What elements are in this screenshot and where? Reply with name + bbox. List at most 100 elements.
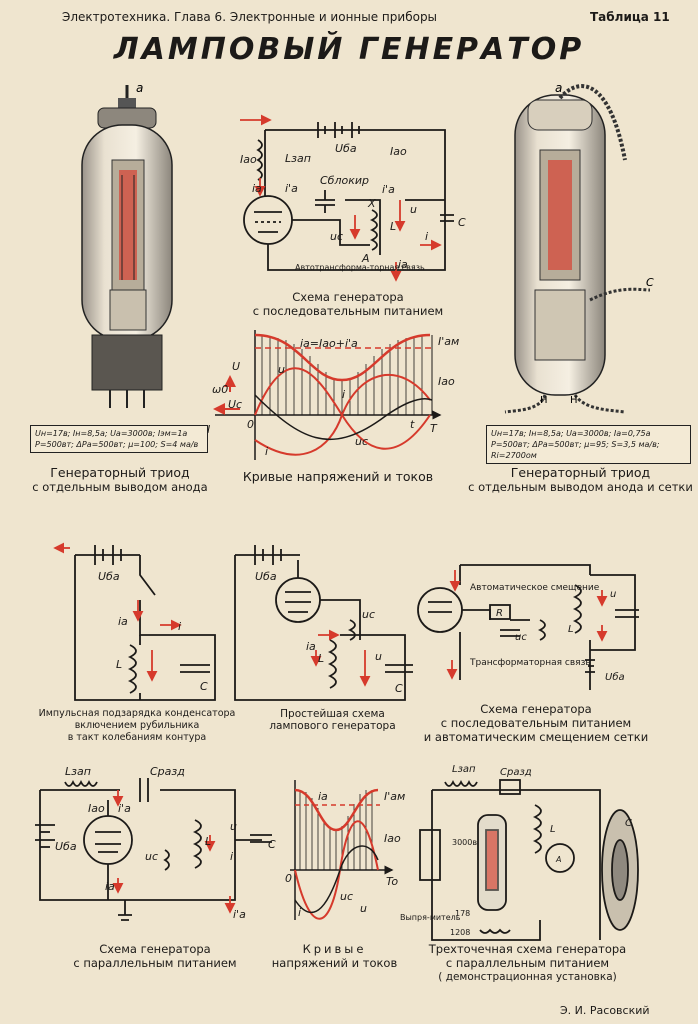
label-ia-prime-2: i'а bbox=[382, 183, 395, 196]
label-L-simplest: L bbox=[318, 652, 324, 665]
caption-series-auto: Схема генератора с последовательным пита… bbox=[420, 702, 652, 744]
label-ia-prime-par-2: i'а bbox=[233, 908, 246, 921]
caption-auto-1: Схема генератора bbox=[480, 702, 592, 716]
caption-impulse-2: включением рубильника bbox=[74, 720, 200, 731]
series-feed-scheme bbox=[240, 114, 454, 282]
caption-triode-left-1: Генераторный триод bbox=[50, 465, 190, 480]
label-To: To bbox=[386, 875, 398, 888]
caption-series-scheme: Схема генератора с последовательным пита… bbox=[238, 290, 458, 318]
caption-triode-left: Генераторный триод с отдельным выводом а… bbox=[20, 465, 220, 495]
table-number: Таблица 11 bbox=[590, 10, 670, 24]
label-Uba-auto: Uба bbox=[605, 671, 625, 683]
page-title: ЛАМПОВЫЙ ГЕНЕРАТОР bbox=[113, 32, 585, 67]
simplest-labels: Uба uc iа L u C bbox=[255, 570, 403, 695]
label-ia-prime: i'а bbox=[285, 182, 298, 195]
label-i-b: i bbox=[298, 906, 301, 919]
label-uc: uc bbox=[330, 230, 343, 243]
heater-label-1: Н bbox=[540, 395, 548, 406]
label-Uba-simplest: Uба bbox=[255, 570, 277, 583]
three-point-labels: Lзап Cразд L A C Выпря-митель 3000в 178 … bbox=[400, 764, 632, 937]
label-Iao-b: Iао bbox=[384, 832, 401, 845]
label-ia: iа bbox=[252, 182, 262, 195]
label-A: A bbox=[361, 252, 370, 265]
caption-curves-top-1: Кривые напряжений и токов bbox=[242, 469, 434, 484]
caption-series-2: с последовательным питанием bbox=[252, 304, 444, 318]
caption-parallel-2: с параллельным питанием bbox=[73, 956, 237, 970]
label-C-3p: C bbox=[625, 818, 632, 829]
impulse-labels: Uба iа i L C bbox=[98, 570, 208, 693]
label-u-curve: u bbox=[278, 363, 285, 376]
label-omega: ω0 bbox=[212, 383, 228, 396]
caption-three-point-2: с параллельным питанием bbox=[445, 956, 610, 970]
series-auto-bias-scheme bbox=[417, 564, 639, 690]
label-u: u bbox=[410, 203, 417, 216]
label-i: i bbox=[425, 230, 428, 243]
voltage-current-curves-bottom bbox=[290, 780, 394, 920]
label-Uba-par: Uба bbox=[55, 840, 77, 853]
label-ia-simplest: iа bbox=[306, 640, 316, 653]
book-header: Электротехника. Глава 6. Электронные и и… bbox=[62, 10, 438, 24]
series-scheme-labels: Iао Lзап Uба Iао iа i'а Cблокир i'а X u … bbox=[240, 142, 466, 272]
label-C-par: C bbox=[268, 838, 276, 851]
label-Uba: Uба bbox=[335, 142, 357, 155]
caption-curves-bottom-1: Кривые bbox=[302, 942, 367, 956]
caption-curves-bottom: Кривые напряжений и токов bbox=[262, 942, 407, 970]
label-L-auto: L bbox=[568, 624, 574, 635]
label-ia-curve-b: iа bbox=[318, 790, 328, 803]
label-Iam: I'ам bbox=[438, 335, 459, 348]
label-C: C bbox=[458, 216, 466, 229]
spec-left-line2: P=500вт; ΔPа=500вт; μ=100; S=4 ма/в bbox=[35, 440, 199, 449]
parallel-feed-scheme bbox=[35, 778, 272, 921]
caption-simplest-1: Простейшая схема bbox=[280, 708, 385, 720]
caption-parallel: Схема генератора с параллельным питанием bbox=[55, 942, 255, 970]
label-L-par: L bbox=[205, 835, 211, 848]
spec-box-right: Uн=17в; Iн=8,5а; Uа=3000в; Iа=0,75а P=50… bbox=[486, 425, 691, 464]
label-178: 178 bbox=[455, 909, 470, 918]
label-curve-eq: iа=Iао+i'а bbox=[300, 337, 358, 350]
label-R: R bbox=[496, 608, 503, 619]
label-uc-curve: uc bbox=[355, 435, 368, 448]
caption-parallel-1: Схема генератора bbox=[99, 942, 211, 956]
label-u-simplest: u bbox=[375, 650, 382, 663]
label-i-curve-2: i bbox=[265, 445, 268, 458]
label-i-curve: i bbox=[342, 388, 345, 401]
label-uc-par: uc bbox=[145, 850, 158, 863]
spec-right-line2: P=500вт; ΔPа=500вт; μ=95; S=3,5 ма/в; Ri… bbox=[491, 440, 660, 460]
caption-auto-3: и автоматическим смещением сетки bbox=[423, 730, 649, 744]
label-1208: 1208 bbox=[450, 928, 470, 937]
label-Uc: Uc bbox=[228, 398, 242, 411]
label-autotransformer: Автотрансформа-торная связь bbox=[295, 263, 425, 272]
label-Iam-b: I'ам bbox=[384, 790, 405, 803]
author-credit: Э. И. Расовский bbox=[560, 1004, 650, 1017]
caption-impulse-3: в такт колебаниям контура bbox=[67, 732, 207, 743]
label-uc-auto: uc bbox=[515, 632, 527, 643]
generator-triode-right: a C Н Н bbox=[504, 81, 654, 414]
heater-label-2: Н bbox=[570, 395, 578, 406]
label-u-b: u bbox=[360, 902, 367, 915]
caption-impulse-1: Импульсная подзарядка конденсатора bbox=[38, 708, 236, 719]
label-Uba-impulse: Uба bbox=[98, 570, 120, 583]
label-t: t bbox=[410, 418, 415, 431]
caption-impulse: Импульсная подзарядка конденсатора включ… bbox=[22, 708, 252, 744]
label-C-simplest: C bbox=[395, 682, 403, 695]
label-ia-2: iа bbox=[398, 258, 408, 271]
label-ia-prime-par: i'а bbox=[118, 802, 131, 815]
label-Craz: Cразд bbox=[150, 765, 185, 778]
impulse-charging-scheme bbox=[53, 542, 216, 701]
curves-bottom-labels: iа I'ам Iао To 0 i uc u bbox=[285, 790, 405, 919]
label-ia-par: iа bbox=[105, 880, 115, 893]
caption-triode-left-2: с отдельным выводом анода bbox=[32, 480, 208, 494]
label-Cblok: Cблокир bbox=[320, 174, 369, 187]
label-x: X bbox=[367, 197, 376, 210]
label-T: T bbox=[430, 422, 438, 435]
caption-curves-bottom-2: напряжений и токов bbox=[271, 956, 398, 970]
label-L: L bbox=[390, 220, 396, 233]
label-zero: 0 bbox=[247, 418, 254, 431]
auto-bias-labels: Автоматическое смещение R L uc Трансформ… bbox=[469, 583, 625, 683]
label-uc-simplest: uc bbox=[362, 608, 375, 621]
caption-three-point-3: ( демонстрационная установка) bbox=[438, 971, 617, 983]
label-i-par: i bbox=[230, 850, 233, 863]
label-transformer: Трансформаторная связь bbox=[469, 658, 591, 668]
parallel-labels: Lзап Cразд Iао i'а Uба iа uc L u C i'а i bbox=[55, 765, 276, 921]
